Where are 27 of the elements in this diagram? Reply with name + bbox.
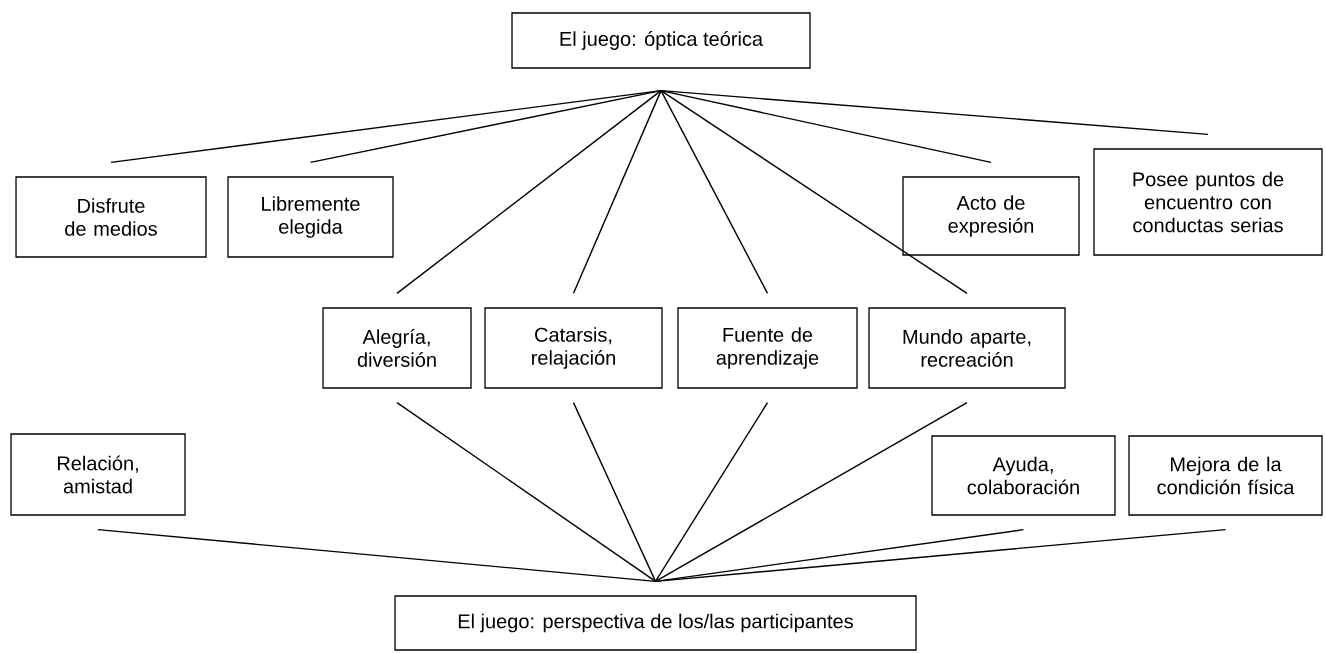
connector-line [654, 401, 769, 583]
concept-box: Disfrute de medios [15, 176, 207, 258]
connector-line [660, 89, 769, 295]
concept-box: Catarsis, relajación [484, 307, 663, 389]
connector-line [660, 89, 968, 295]
concept-box: Posee puntos de encuentro con conductas serias [1093, 148, 1323, 256]
heading-box: El juego: perspectiva de los/las participantes [394, 595, 917, 651]
connector-line [309, 89, 662, 164]
concept-box: Relación, amistad [10, 433, 186, 516]
concept-box: Fuente de aprendizaje [677, 307, 858, 389]
concept-box: Ayuda, colaboración [931, 435, 1116, 516]
connector-line [660, 89, 1209, 136]
heading-box: El juego: óptica teórica [511, 12, 811, 69]
connector-line [660, 89, 992, 164]
connector-line [396, 401, 657, 583]
connector-line [654, 401, 968, 583]
connector-line [572, 89, 662, 295]
connector-line [572, 401, 657, 583]
connector-line [396, 89, 662, 295]
connector-line [97, 528, 657, 583]
connector-line [654, 528, 1227, 583]
concept-box: Mejora de la condición física [1128, 435, 1323, 516]
concept-box: Mundo aparte, recreación [868, 307, 1066, 389]
concept-box: Libremente elegida [227, 176, 394, 258]
concept-box: Acto de expresión [902, 176, 1080, 256]
concept-box: Alegría, diversión [322, 307, 472, 389]
connector-line [654, 528, 1025, 583]
